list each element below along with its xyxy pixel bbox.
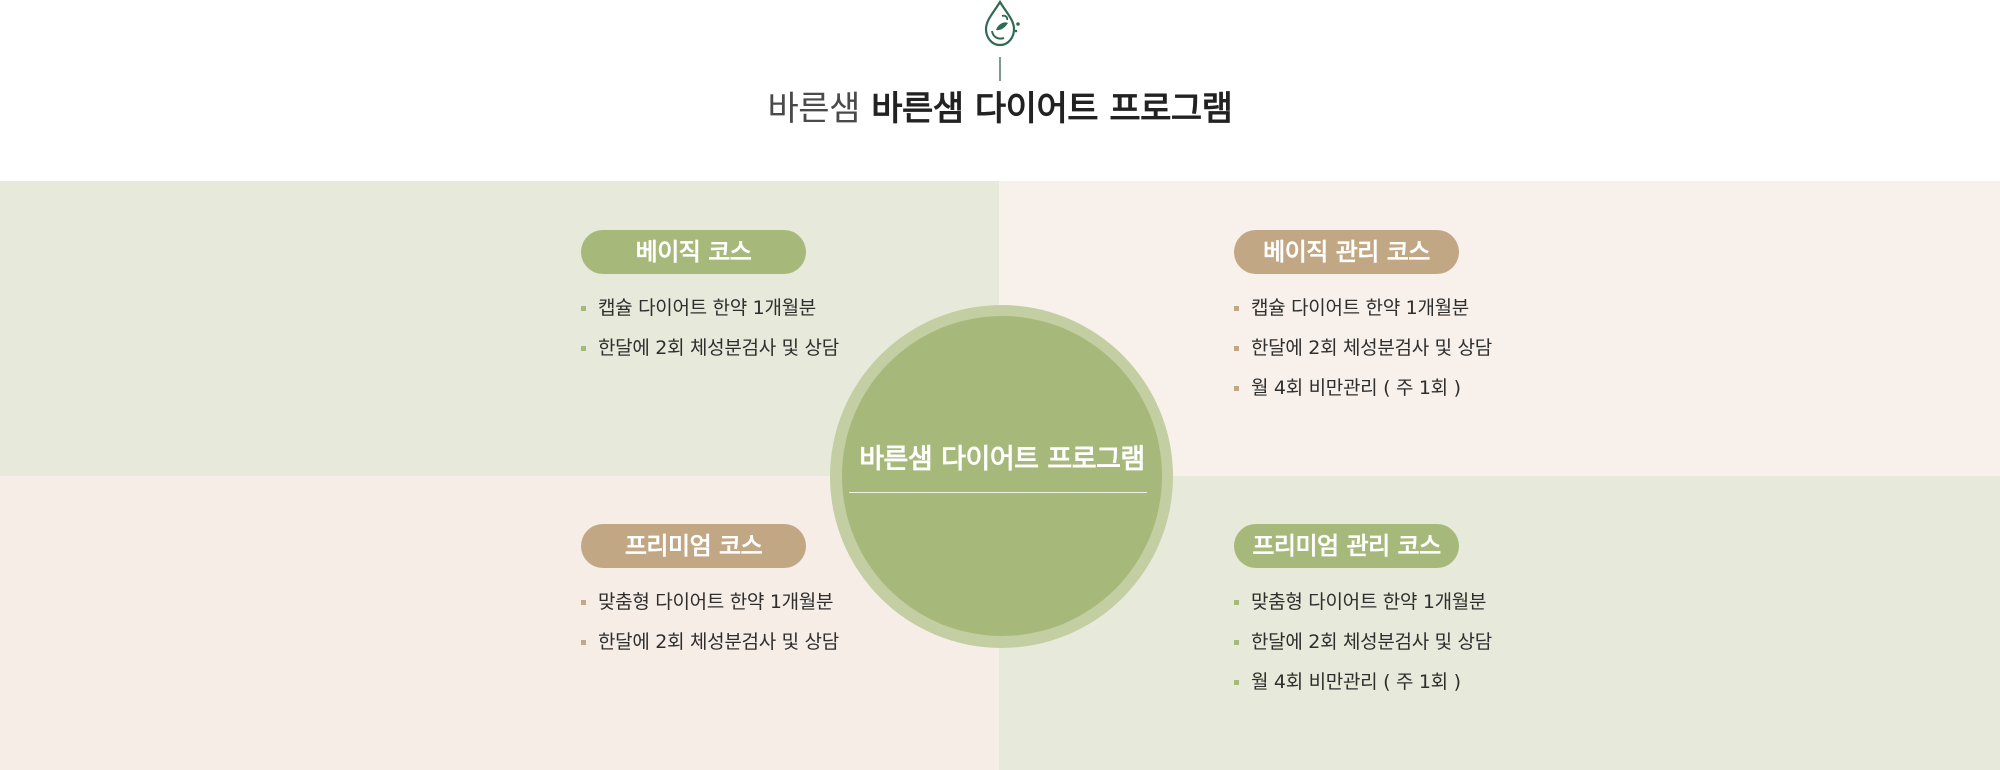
bullet-square-icon — [581, 306, 586, 311]
list-item: 월 4회 비만관리 ( 주 1회 ) — [1234, 376, 1654, 416]
list-item: 한달에 2회 체성분검사 및 상담 — [1234, 630, 1654, 670]
list-item: 맞춤형 다이어트 한약 1개월분 — [581, 590, 1001, 630]
header: 바른샘 바른샘 다이어트 프로그램 — [0, 0, 2000, 181]
page-title-brand: 바른샘 — [767, 89, 861, 129]
page-title: 바른샘 바른샘 다이어트 프로그램 — [0, 86, 2000, 132]
list-item-text: 맞춤형 다이어트 한약 1개월분 — [1251, 591, 1487, 613]
course-basic: 베이직 코스 캡슐 다이어트 한약 1개월분 한달에 2회 체성분검사 및 상담 — [581, 230, 1001, 376]
course-premium-care: 프리미엄 관리 코스 맞춤형 다이어트 한약 1개월분 한달에 2회 체성분검사… — [1234, 524, 1654, 710]
list-item-text: 캡슐 다이어트 한약 1개월분 — [598, 297, 816, 319]
course-items-basic: 캡슐 다이어트 한약 1개월분 한달에 2회 체성분검사 및 상담 — [581, 296, 1001, 376]
list-item-text: 캡슐 다이어트 한약 1개월분 — [1251, 297, 1469, 319]
quadrant-basic — [0, 181, 999, 476]
course-badge-premium-care: 프리미엄 관리 코스 — [1234, 524, 1459, 568]
course-badge-basic-care: 베이직 관리 코스 — [1234, 230, 1459, 274]
bullet-square-icon — [581, 346, 586, 351]
header-divider-line — [999, 57, 1001, 81]
course-items-premium-care: 맞춤형 다이어트 한약 1개월분 한달에 2회 체성분검사 및 상담 월 4회 … — [1234, 590, 1654, 710]
bullet-square-icon — [1234, 386, 1239, 391]
bullet-square-icon — [581, 600, 586, 605]
water-drop-leaf-icon — [984, 0, 1020, 47]
page-title-program: 바른샘 다이어트 프로그램 — [871, 89, 1233, 129]
bullet-square-icon — [1234, 600, 1239, 605]
center-circle-title: 바른샘 다이어트 프로그램 — [859, 444, 1145, 475]
quadrant-premium — [0, 476, 999, 770]
bullet-square-icon — [1234, 346, 1239, 351]
course-premium: 프리미엄 코스 맞춤형 다이어트 한약 1개월분 한달에 2회 체성분검사 및 … — [581, 524, 1001, 670]
bullet-square-icon — [1234, 306, 1239, 311]
bullet-square-icon — [1234, 640, 1239, 645]
list-item: 한달에 2회 체성분검사 및 상담 — [581, 336, 1001, 376]
bullet-square-icon — [581, 640, 586, 645]
center-circle-divider — [849, 492, 1147, 493]
bullet-square-icon — [1234, 680, 1239, 685]
list-item: 캡슐 다이어트 한약 1개월분 — [1234, 296, 1654, 336]
course-items-premium: 맞춤형 다이어트 한약 1개월분 한달에 2회 체성분검사 및 상담 — [581, 590, 1001, 670]
list-item: 한달에 2회 체성분검사 및 상담 — [1234, 336, 1654, 376]
list-item: 맞춤형 다이어트 한약 1개월분 — [1234, 590, 1654, 630]
list-item: 한달에 2회 체성분검사 및 상담 — [581, 630, 1001, 670]
list-item-text: 한달에 2회 체성분검사 및 상담 — [1251, 631, 1492, 653]
list-item-text: 한달에 2회 체성분검사 및 상담 — [598, 631, 839, 653]
list-item-text: 한달에 2회 체성분검사 및 상담 — [1251, 337, 1492, 359]
list-item-text: 월 4회 비만관리 ( 주 1회 ) — [1251, 671, 1461, 693]
list-item-text: 맞춤형 다이어트 한약 1개월분 — [598, 591, 834, 613]
list-item: 캡슐 다이어트 한약 1개월분 — [581, 296, 1001, 336]
course-basic-care: 베이직 관리 코스 캡슐 다이어트 한약 1개월분 한달에 2회 체성분검사 및… — [1234, 230, 1654, 416]
course-items-basic-care: 캡슐 다이어트 한약 1개월분 한달에 2회 체성분검사 및 상담 월 4회 비… — [1234, 296, 1654, 416]
list-item-text: 한달에 2회 체성분검사 및 상담 — [598, 337, 839, 359]
course-badge-premium: 프리미엄 코스 — [581, 524, 806, 568]
course-badge-basic: 베이직 코스 — [581, 230, 806, 274]
list-item-text: 월 4회 비만관리 ( 주 1회 ) — [1251, 377, 1461, 399]
list-item: 월 4회 비만관리 ( 주 1회 ) — [1234, 670, 1654, 710]
center-circle — [842, 316, 1162, 636]
